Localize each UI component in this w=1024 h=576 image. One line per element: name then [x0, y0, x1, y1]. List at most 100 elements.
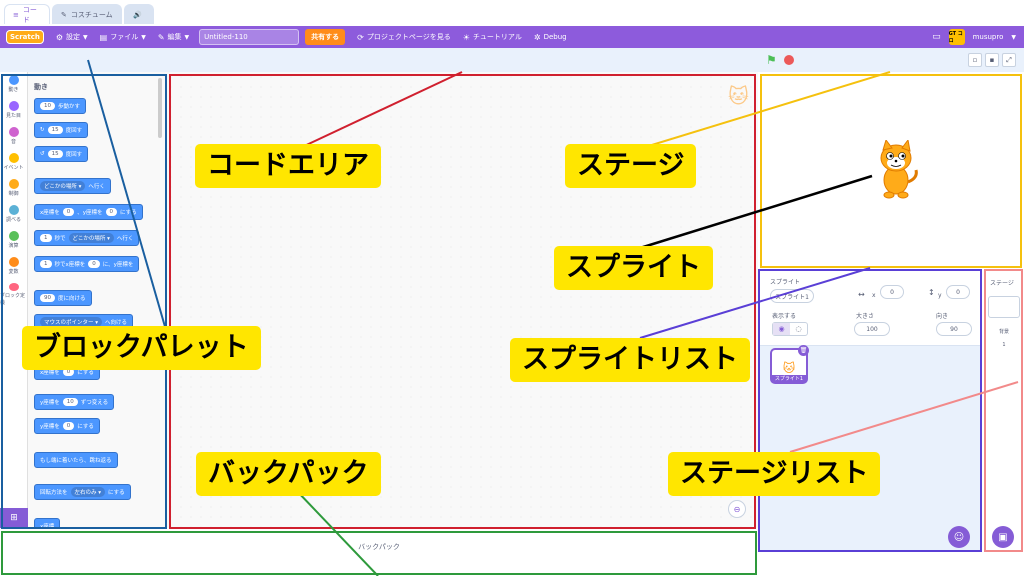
block-dropdown[interactable]: どこかの場所 ▾ [40, 181, 86, 191]
sprite-watermark-icon: 🐱 [728, 84, 749, 108]
tab-code[interactable]: ≡ コード [4, 4, 50, 24]
direction-field[interactable]: 90 [936, 322, 972, 336]
stop-icon[interactable] [784, 55, 794, 65]
trash-icon[interactable]: 🗑 [798, 345, 809, 356]
palette-scrollbar[interactable] [158, 78, 162, 138]
x-position-field[interactable]: 0 [880, 285, 904, 299]
avatar[interactable]: GT コロ [948, 29, 965, 45]
backdrop-count: 1 [1002, 342, 1006, 348]
category-item[interactable]: 見た目 [0, 98, 27, 124]
tab-costumes[interactable]: ✎ コスチューム [52, 4, 122, 24]
hide-eye-icon[interactable]: ◌ [795, 325, 802, 333]
block-dropdown[interactable]: 左右のみ ▾ [70, 487, 106, 497]
category-dot-icon [8, 205, 19, 215]
category-item[interactable]: 演算 [0, 228, 27, 254]
normal-stage-icon[interactable]: ▪ [985, 53, 999, 67]
block-text: 歩動かす [58, 104, 81, 110]
block-input[interactable]: 0 [62, 422, 75, 430]
block-input[interactable]: 0 [62, 208, 75, 216]
folder-icon[interactable]: ▭ [932, 32, 941, 42]
code-icon: ≡ [13, 10, 19, 19]
block-input[interactable]: 0 [62, 368, 75, 376]
add-extension-button[interactable]: ⊞ [0, 508, 28, 528]
settings-menu[interactable]: ⚙ 設定 ▼ [56, 32, 88, 42]
show-eye-icon[interactable]: ◉ [773, 323, 790, 335]
block-dropdown[interactable]: マウスのポインター ▾ [40, 317, 103, 327]
block-text: x座標を [40, 210, 60, 216]
lightbulb-icon: ☀ [462, 32, 470, 42]
block-input[interactable]: 10 [40, 102, 55, 110]
tab-sounds[interactable]: 🔊 [124, 4, 154, 24]
project-page-link[interactable]: ⟳ プロジェクトページを見る [357, 32, 451, 42]
category-label: 演算 [8, 243, 19, 249]
block-text: ↻ [40, 127, 45, 133]
chevron-down-icon[interactable]: ▼ [1011, 33, 1016, 41]
x-label: x [872, 292, 876, 299]
small-stage-icon[interactable]: ▫ [968, 53, 982, 67]
scratch-cat-sprite[interactable] [872, 140, 920, 200]
size-field[interactable]: 100 [854, 322, 890, 336]
sprite-tile[interactable]: 🐱 スプライト1 [770, 348, 808, 384]
add-backdrop-icon[interactable]: ▣ [992, 526, 1014, 548]
debug-menu[interactable]: ✲ Debug [534, 33, 567, 42]
callout-sprite: スプライト [554, 246, 713, 290]
stage-thumbnail[interactable] [988, 296, 1020, 318]
category-item[interactable]: 音 [0, 124, 27, 150]
category-item[interactable]: 制御 [0, 176, 27, 202]
block-input[interactable]: 15 [47, 150, 63, 158]
block-text: にする [108, 490, 125, 496]
tutorials-menu[interactable]: ☀ チュートリアル [463, 32, 522, 42]
share-button[interactable]: 共有する [305, 29, 346, 45]
block-text: 秒でx座標を [54, 262, 86, 268]
project-title-input[interactable] [199, 29, 300, 45]
category-label: イベント [3, 165, 24, 171]
category-dot-icon [8, 283, 19, 291]
zoom-reset-icon[interactable]: ⊖ [728, 500, 746, 518]
backpack[interactable]: バックパック [0, 530, 758, 576]
block-input[interactable]: 15 [47, 126, 63, 134]
file-menu[interactable]: ▤ ファイル ▼ [100, 32, 146, 42]
palette-block[interactable]: もし端に着いたら、跳ね返る [34, 452, 118, 468]
sprite-name-field[interactable]: スプライト1 [770, 289, 814, 303]
category-item[interactable]: 変数 [0, 254, 27, 280]
file-label: ファイル [110, 33, 139, 41]
block-input[interactable]: 0 [88, 260, 100, 268]
block-input[interactable]: 10 [62, 398, 78, 406]
category-item[interactable]: 調べる [0, 202, 27, 228]
block-input[interactable]: 90 [40, 294, 55, 302]
block-dropdown[interactable]: どこかの場所 ▾ [68, 233, 114, 243]
y-position-field[interactable]: 0 [946, 285, 970, 299]
category-item[interactable]: ブロック定義 [0, 280, 27, 306]
block-text: へ行く [116, 236, 134, 242]
scratch-logo[interactable]: Scratch [6, 30, 44, 44]
category-menu: 動き見た目音イベント制御調べる演算変数ブロック定義 [0, 72, 28, 528]
tutorials-label: チュートリアル [472, 33, 522, 41]
green-flag-icon[interactable]: ⚑ [766, 53, 777, 67]
add-sprite-icon[interactable]: ☺ [948, 526, 970, 548]
block-input[interactable]: 0 [105, 208, 118, 216]
category-item[interactable]: 動き [0, 72, 27, 98]
category-item[interactable]: イベント [0, 150, 27, 176]
category-label: 制御 [8, 191, 19, 197]
palette-block[interactable]: x座標 [34, 518, 61, 528]
category-dot-icon [8, 179, 19, 189]
fullscreen-icon[interactable]: ⤢ [1002, 53, 1016, 67]
palette-block[interactable]: どこかの場所 ▾へ行く [34, 178, 111, 194]
palette-block[interactable]: 回転方法を左右のみ ▾にする [34, 484, 131, 500]
username[interactable]: musupro [972, 33, 1004, 41]
tab-code-label: コード [22, 5, 37, 24]
block-input[interactable]: 1 [40, 234, 52, 242]
callout-backpack: バックパック [196, 452, 381, 496]
block-text: 度回す [65, 128, 83, 134]
edit-menu[interactable]: ✎ 編集 ▼ [158, 32, 189, 42]
block-input[interactable]: 1 [40, 260, 52, 268]
